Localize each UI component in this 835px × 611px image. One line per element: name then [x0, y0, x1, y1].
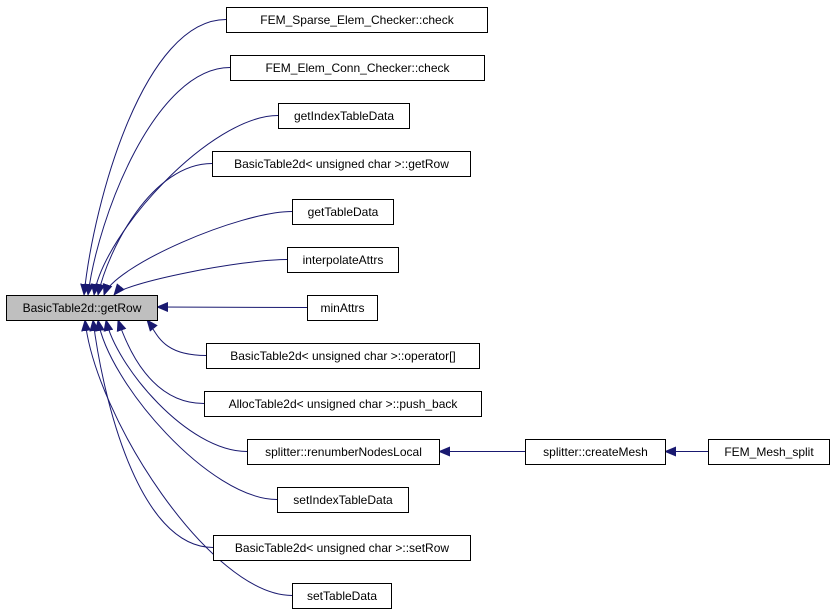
node-label: setIndexTableData [293, 493, 393, 507]
caller-node[interactable]: setTableData [292, 583, 392, 609]
node-box[interactable] [708, 439, 830, 465]
edge-n13-to-root [81, 319, 293, 596]
edges-layer [80, 19, 708, 596]
caller-node[interactable]: BasicTable2d< unsigned char >::getRow [212, 151, 471, 177]
caller-node[interactable]: FEM_Elem_Conn_Checker::check [230, 55, 485, 81]
caller-node[interactable]: splitter::createMesh [525, 439, 666, 465]
node-box[interactable] [278, 103, 410, 129]
node-box[interactable] [307, 295, 378, 321]
caller-node[interactable]: getIndexTableData [278, 103, 410, 129]
nodes-layer: BasicTable2d::getRow FEM_Sparse_Elem_Chec… [6, 7, 830, 609]
node-box[interactable] [292, 199, 394, 225]
caller-node[interactable]: FEM_Sparse_Elem_Checker::check [226, 7, 488, 33]
edge-n9-to-root [116, 319, 205, 404]
node-label: setTableData [307, 589, 377, 603]
caller-node[interactable]: interpolateAttrs [287, 247, 399, 273]
edge-n5-to-root [102, 211, 293, 296]
node-label: splitter::createMesh [543, 445, 648, 459]
node-label: AllocTable2d< unsigned char >::push_back [229, 397, 459, 411]
caller-node[interactable]: BasicTable2d< unsigned char >::setRow [213, 535, 471, 561]
node-label: BasicTable2d< unsigned char >::setRow [235, 541, 449, 555]
edge-n3-to-root [90, 115, 279, 296]
node-label: FEM_Mesh_split [724, 445, 814, 459]
node-box[interactable] [230, 55, 485, 81]
node-label: BasicTable2d< unsigned char >::getRow [234, 157, 449, 171]
edge-n2-to-root [84, 67, 231, 296]
edge-n4-to-root [95, 163, 213, 296]
edge-n6-to-root [113, 259, 288, 296]
node-box[interactable] [213, 535, 471, 561]
node-box[interactable] [206, 343, 480, 369]
node-box[interactable] [212, 151, 471, 177]
edge-n11-to-root [94, 319, 278, 500]
node-box[interactable] [287, 247, 399, 273]
node-label: getTableData [308, 205, 379, 219]
node-label: getIndexTableData [294, 109, 394, 123]
node-box[interactable] [277, 487, 409, 513]
caller-node[interactable]: BasicTable2d< unsigned char >::operator[… [206, 343, 480, 369]
node-label: minAttrs [320, 301, 364, 315]
edge-n12-to-root [89, 319, 214, 548]
node-box[interactable] [525, 439, 666, 465]
node-label: interpolateAttrs [303, 253, 384, 267]
node-label: BasicTable2d::getRow [23, 301, 142, 315]
node-label: splitter::renumberNodesLocal [265, 445, 422, 459]
caller-node[interactable]: splitter::renumberNodesLocal [247, 439, 440, 465]
caller-node[interactable]: setIndexTableData [277, 487, 409, 513]
edge-n8-to-root [146, 319, 207, 356]
root-node: BasicTable2d::getRow [6, 295, 158, 321]
caller-node[interactable]: minAttrs [307, 295, 378, 321]
node-box[interactable] [247, 439, 440, 465]
edge-n1-to-root [80, 19, 227, 296]
caller-node[interactable]: AllocTable2d< unsigned char >::push_back [204, 391, 482, 417]
caller-node[interactable]: getTableData [292, 199, 394, 225]
edge-n10-to-root [103, 319, 248, 452]
node-box[interactable] [204, 391, 482, 417]
node-box[interactable] [226, 7, 488, 33]
caller-node[interactable]: FEM_Mesh_split [708, 439, 830, 465]
edge-n7-to-root [156, 302, 308, 313]
node-label: BasicTable2d< unsigned char >::operator[… [230, 349, 455, 363]
node-label: FEM_Sparse_Elem_Checker::check [260, 13, 454, 27]
node-box[interactable] [292, 583, 392, 609]
node-label: FEM_Elem_Conn_Checker::check [265, 61, 450, 75]
node-box [6, 295, 158, 321]
